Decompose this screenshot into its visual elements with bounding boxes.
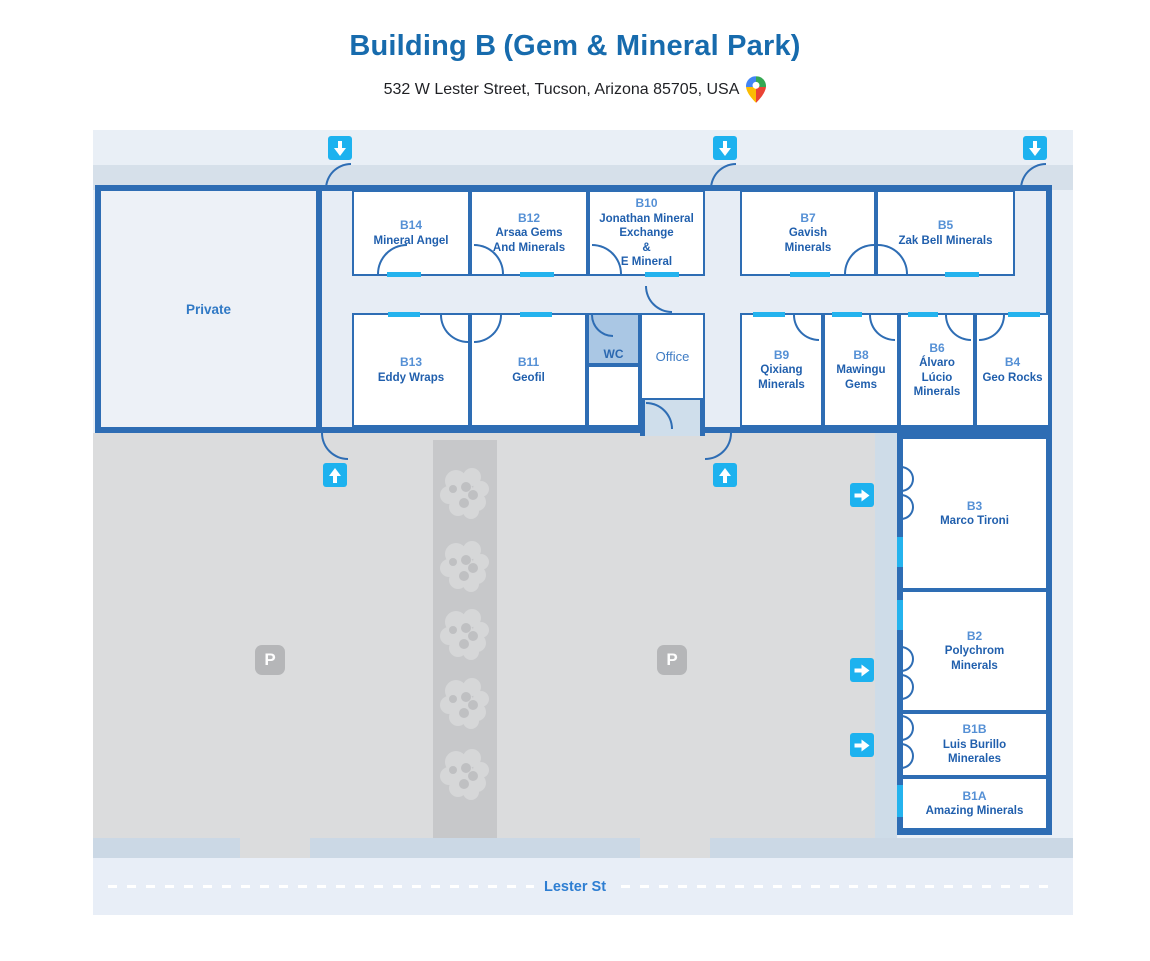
room-number: B11 (517, 355, 540, 370)
room-number: B10 (635, 196, 658, 211)
window (520, 312, 552, 317)
sidewalk-bottom (93, 838, 1073, 858)
street-name: Lester St (533, 877, 617, 898)
room-unlabeled (587, 365, 640, 427)
room-name: Geofil (512, 371, 545, 384)
arrow-glyph (334, 141, 346, 156)
page-header: Building B(Gem & Mineral Park) 532 W Les… (0, 30, 1150, 103)
arrow-glyph (1029, 141, 1041, 156)
window (945, 272, 979, 277)
right-arrow-icon (850, 733, 874, 757)
driveway-left (240, 838, 310, 858)
room-name: Geo Rocks (982, 371, 1043, 384)
arrow-glyph (719, 141, 731, 156)
google-maps-pin-icon[interactable] (746, 76, 767, 103)
room-name: Gavish Minerals (784, 227, 832, 254)
room-number: B2 (966, 628, 983, 643)
arrow-glyph (855, 739, 870, 751)
arrow-glyph (855, 489, 870, 501)
floor-plan-map: Lester St Private B14 Mineral Angel B12 … (93, 130, 1073, 915)
down-arrow-icon (713, 136, 737, 160)
room-b1b: B1B Luis Burillo Minerales (901, 712, 1048, 777)
room-number: B8 (853, 347, 869, 362)
arrow-glyph (329, 467, 341, 483)
room-b1a: B1A Amazing Minerals (901, 777, 1048, 830)
right-arrow-icon (850, 658, 874, 682)
page-title: Building B(Gem & Mineral Park) (0, 30, 1150, 63)
window (897, 537, 903, 567)
window (388, 312, 420, 317)
office-label: Office (655, 349, 690, 364)
wc-label: WC (603, 347, 624, 361)
room-b8: B8 Mawingu Gems (823, 313, 899, 427)
room-number: B9 (773, 347, 790, 362)
parking-icon: P (255, 645, 285, 675)
down-arrow-icon (328, 136, 352, 160)
room-number: B6 (929, 340, 945, 355)
tree-icon (440, 468, 489, 519)
room-number: B1A (962, 788, 987, 803)
window (908, 312, 938, 317)
driveway-right (640, 838, 710, 858)
window (1008, 312, 1040, 317)
room-name: Qixiang Minerals (758, 364, 805, 391)
tree-icon (440, 609, 489, 660)
room-name: Polychrom Minerals (944, 645, 1005, 672)
up-arrow-icon (323, 463, 347, 487)
window (520, 272, 554, 277)
room-name: Arsaa Gems And Minerals (492, 227, 566, 254)
address-text: 532 W Lester Street, Tucson, Arizona 857… (383, 80, 740, 98)
room-private: Private (95, 185, 322, 433)
arrow-glyph (855, 664, 870, 676)
room-office: Office (640, 313, 705, 400)
tree-icon (440, 678, 489, 729)
room-name: Luis Burillo Minerales (942, 738, 1007, 766)
window (387, 272, 421, 277)
window (645, 272, 679, 277)
room-number: B13 (399, 355, 422, 370)
private-label: Private (185, 301, 232, 317)
up-arrow-icon (713, 463, 737, 487)
room-name: Álvaro Lúcio Minerals (913, 357, 961, 398)
tree-icon (440, 749, 489, 800)
park-name: (Gem & Mineral Park) (503, 30, 801, 62)
room-number: B14 (399, 218, 422, 233)
room-name: Jonathan Mineral Exchange & E Mineral (599, 213, 694, 269)
room-number: B1B (962, 722, 987, 737)
tree-icon (440, 541, 489, 592)
room-number: B7 (800, 210, 816, 225)
right-arrow-icon (850, 483, 874, 507)
window (753, 312, 785, 317)
address-line: 532 W Lester Street, Tucson, Arizona 857… (0, 76, 1150, 103)
parking-icon: P (657, 645, 687, 675)
room-name: Mawingu Gems (836, 364, 886, 391)
arrow-glyph (719, 467, 731, 483)
window (790, 272, 830, 277)
room-number: B4 (1004, 355, 1021, 370)
room-name: Marco Tironi (940, 515, 1009, 528)
room-name: Amazing Minerals (925, 805, 1024, 818)
window (897, 785, 903, 817)
down-arrow-icon (1023, 136, 1047, 160)
room-name: Eddy Wraps (377, 371, 445, 384)
window (897, 600, 903, 630)
room-number: B3 (966, 498, 983, 513)
room-name: Mineral Angel (373, 234, 449, 247)
room-name: Zak Bell Minerals (898, 234, 993, 247)
room-number: B12 (517, 210, 540, 225)
room-b2: B2 Polychrom Minerals (901, 590, 1048, 712)
sidewalk-right-column (875, 433, 897, 838)
room-b14: B14 Mineral Angel (352, 190, 470, 276)
room-number: B5 (937, 218, 954, 233)
building-name: Building B (349, 30, 497, 62)
window (832, 312, 862, 317)
room-b3: B3 Marco Tironi (901, 437, 1048, 590)
